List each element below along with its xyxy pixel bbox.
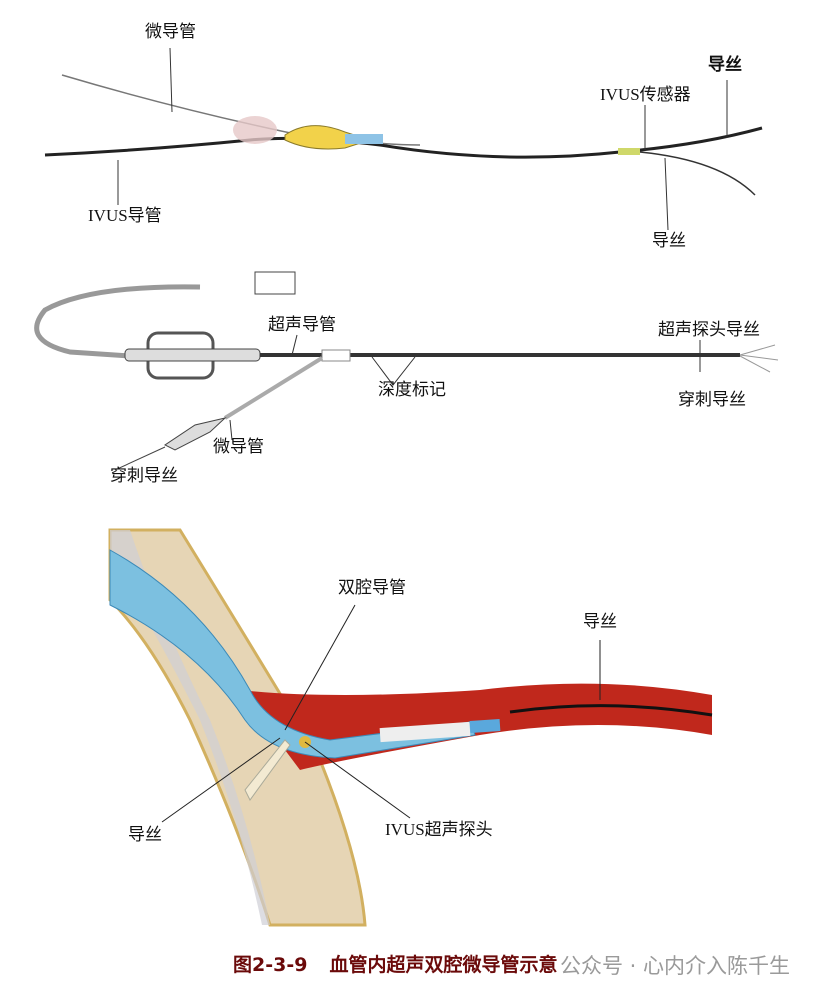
panel2-drawing — [34, 271, 779, 471]
tip-wires — [739, 344, 779, 373]
label-ivus-probe: IVUS超声探头 — [385, 820, 493, 839]
watermark: 公众号 · 心内介入陈千生 — [560, 954, 791, 978]
label-guidewire-top: 导丝 — [708, 55, 742, 74]
label-ivus-catheter: IVUS导管 — [88, 206, 162, 225]
figure-title: 血管内超声双腔微导管示意 — [329, 954, 558, 976]
guidewire-black — [509, 704, 713, 717]
panel1-drawing — [44, 47, 763, 231]
microcatheter-line — [61, 74, 421, 146]
label-guidewire-left: 导丝 — [128, 825, 162, 844]
leader — [304, 741, 411, 819]
ivus-catheter-line — [44, 126, 763, 159]
label-depth-marks: 深度标记 — [378, 380, 446, 399]
leader — [371, 356, 416, 386]
leader — [284, 604, 356, 731]
leader — [169, 47, 173, 113]
micro-hub — [164, 417, 227, 451]
label-puncture-wire-right: 穿刺导丝 — [678, 390, 746, 409]
label-probe-guidewire: 超声探头导丝 — [658, 320, 760, 339]
panel3-drawing — [108, 528, 713, 927]
label-puncture-wire-left: 穿刺导丝 — [110, 466, 178, 485]
catheter-tip — [379, 721, 471, 743]
label-guidewire-bottom: 导丝 — [652, 231, 686, 250]
label-guidewire-right: 导丝 — [583, 612, 617, 631]
guidewire-line — [639, 151, 756, 196]
blue-segment — [345, 134, 383, 144]
label-ultrasound-catheter: 超声导管 — [268, 315, 336, 334]
label-dual-lumen-catheter: 双腔导管 — [338, 578, 406, 597]
ivus-sensor — [618, 148, 640, 155]
connector — [254, 271, 296, 295]
handle — [124, 348, 261, 362]
leader — [161, 737, 281, 823]
leader — [664, 157, 669, 231]
leader — [291, 334, 298, 356]
leader — [229, 419, 233, 441]
catheter-blue-tip — [469, 718, 501, 734]
side-arm — [223, 356, 324, 420]
puncture-needle — [244, 739, 291, 801]
figure-number: 图2-3-9 — [233, 954, 308, 976]
label-microcatheter: 微导管 — [145, 22, 196, 41]
hub — [233, 116, 277, 144]
puncture-wire — [114, 446, 166, 471]
cable — [34, 284, 201, 359]
figure-caption: 图2-3-9 血管内超声双腔微导管示意 — [233, 950, 579, 977]
label-microcatheter-2: 微导管 — [213, 437, 264, 456]
junction — [321, 349, 351, 362]
label-ivus-sensor: IVUS传感器 — [600, 85, 691, 104]
